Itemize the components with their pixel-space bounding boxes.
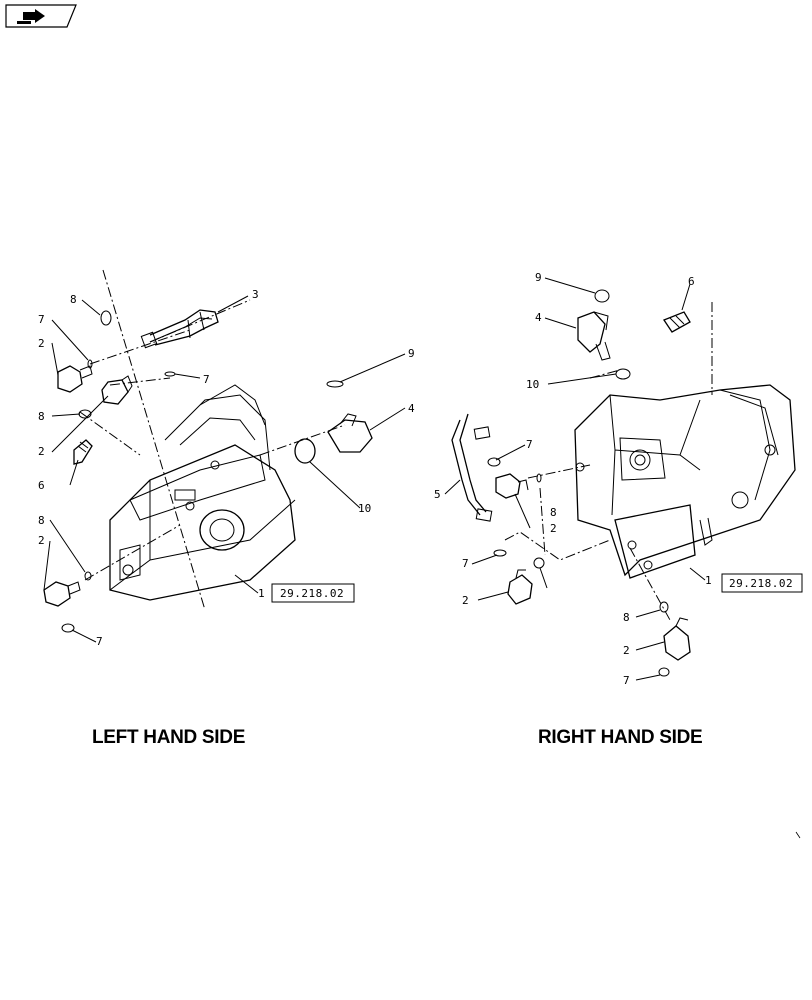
right-reference-box bbox=[721, 573, 803, 593]
left-callout-7c: 7 bbox=[96, 635, 103, 648]
right-callout-8a: 8 bbox=[550, 506, 557, 519]
left-callout-2c: 2 bbox=[38, 534, 45, 547]
right-callout-10: 10 bbox=[526, 378, 539, 391]
left-pump-assembly bbox=[43, 269, 406, 643]
right-hand-side-caption: RIGHT HAND SIDE bbox=[538, 727, 703, 748]
left-callout-10: 10 bbox=[358, 502, 371, 515]
left-callouts: 8 7 2 8 2 6 3 7 9 4 10 8 2 7 1 29.218.02 bbox=[38, 288, 415, 648]
left-callout-8b: 8 bbox=[38, 410, 45, 423]
right-pump-assembly bbox=[444, 277, 796, 681]
right-callout-7b: 7 bbox=[462, 557, 469, 570]
left-callout-8a: 8 bbox=[70, 293, 77, 306]
left-reference-box bbox=[271, 583, 355, 603]
right-callout-8b: 8 bbox=[623, 611, 630, 624]
left-callout-7b: 7 bbox=[203, 373, 210, 386]
right-callouts: 9 6 4 10 7 5 2 8 7 2 1 8 2 7 29.218.02 bbox=[434, 271, 793, 687]
left-ref-box-label: 29.218.02 bbox=[280, 587, 344, 600]
right-callout-2b: 2 bbox=[462, 594, 469, 607]
right-callout-6: 6 bbox=[688, 275, 695, 288]
right-ref-box-label: 29.218.02 bbox=[729, 577, 793, 590]
right-callout-5: 5 bbox=[434, 488, 441, 501]
left-callout-9: 9 bbox=[408, 347, 415, 360]
next-page-icon bbox=[5, 4, 77, 28]
right-callout-2a: 2 bbox=[550, 522, 557, 535]
right-callout-7c: 7 bbox=[623, 674, 630, 687]
left-callout-6: 6 bbox=[38, 479, 45, 492]
left-callout-8c: 8 bbox=[38, 514, 45, 527]
left-callout-4: 4 bbox=[408, 402, 415, 415]
left-hand-side-caption: LEFT HAND SIDE bbox=[92, 727, 246, 748]
left-callout-7a: 7 bbox=[38, 313, 45, 326]
right-callout-1: 1 bbox=[705, 574, 712, 587]
right-callout-7a: 7 bbox=[526, 438, 533, 451]
left-callout-1: 1 bbox=[258, 587, 265, 600]
next-page-button[interactable] bbox=[5, 4, 77, 28]
right-callout-9: 9 bbox=[535, 271, 542, 284]
left-callout-2a: 2 bbox=[38, 337, 45, 350]
left-callout-3: 3 bbox=[252, 288, 259, 301]
right-callout-2c: 2 bbox=[623, 644, 630, 657]
right-callout-4: 4 bbox=[535, 311, 542, 324]
left-callout-2b: 2 bbox=[38, 445, 45, 458]
